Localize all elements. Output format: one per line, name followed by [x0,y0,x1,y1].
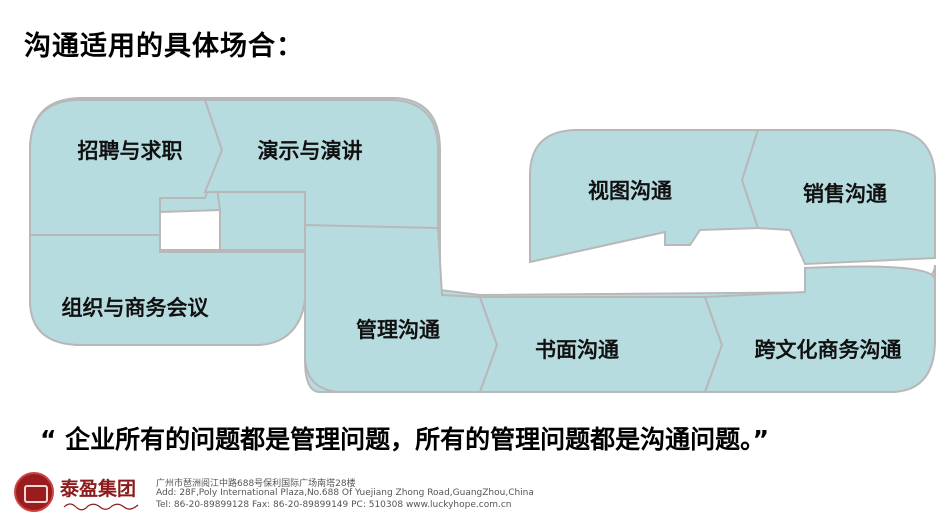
company-name: 泰盈集团 [60,478,137,500]
node-shape-recruit [29,99,224,236]
company-logo-icon [14,472,54,512]
node-label-recruit: 招聘与求职 [77,139,183,163]
node-label-meeting: 组织与商务会议 [61,296,209,320]
contact-info: Tel: 86-20-89899128 Fax: 86-20-89899149 … [156,500,512,510]
node-label-sales: 销售沟通 [803,182,887,206]
node-shape-meeting [29,234,306,346]
footer: 泰盈集团 广州市琶洲阅江中路688号保利国际广场南塔28楼 Add: 28F,P… [0,466,950,518]
address-en: Add: 28F,Poly International Plaza,No.688… [156,488,534,498]
address-cn: 广州市琶洲阅江中路688号保利国际广场南塔28楼 [156,479,356,489]
node-label-present: 演示与演讲 [257,139,363,163]
page-title: 沟通适用的具体场合： [24,31,304,62]
slogan-signature-icon [63,503,139,511]
quote-text: “ 企业所有的问题都是管理问题，所有的管理问题都是沟通问题。” [40,425,770,454]
node-shape-manage [304,223,499,393]
node-label-crosscultural: 跨文化商务沟通 [754,338,902,362]
node-label-written: 书面沟通 [535,338,619,362]
node-label-manage: 管理沟通 [356,318,440,342]
node-label-visual: 视图沟通 [588,179,672,203]
node-shape-sales [740,129,936,266]
node-shape-present [203,99,439,236]
node-shape-crosscultural [703,265,936,393]
node-shape-visual [529,129,760,264]
